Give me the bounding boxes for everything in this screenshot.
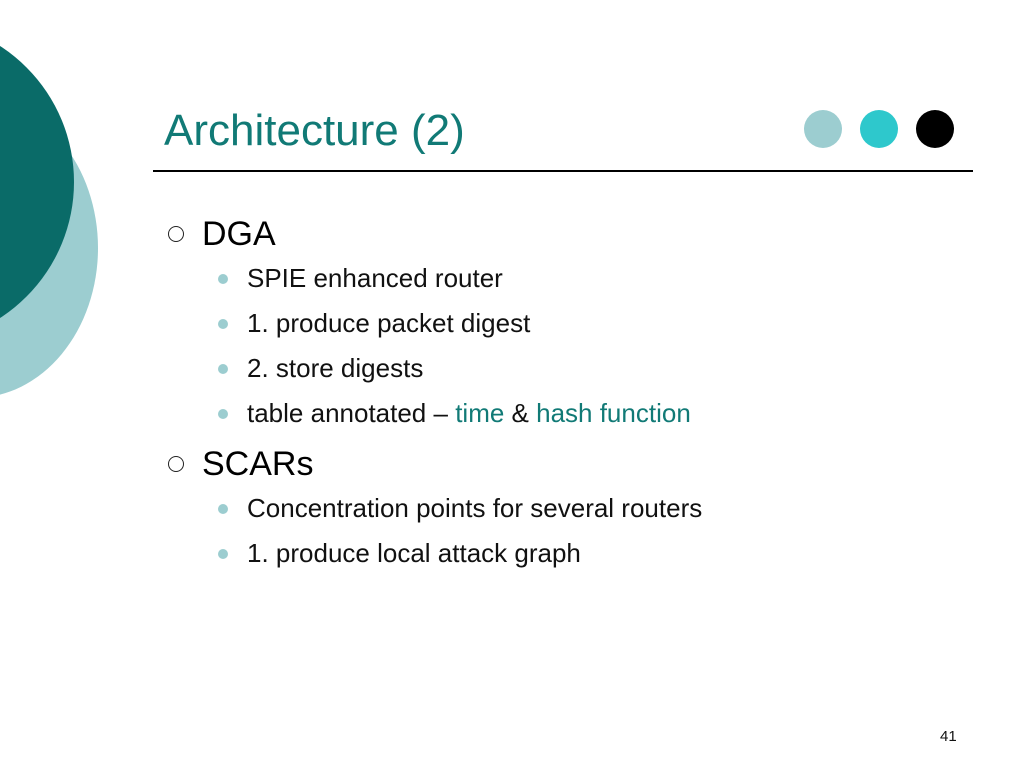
dot-bullet-icon bbox=[218, 548, 228, 559]
dot-bullet-icon bbox=[218, 318, 228, 329]
list-item-text: Concentration points for several routers bbox=[247, 493, 703, 523]
dot-bullet-icon bbox=[218, 363, 228, 374]
list-item-highlight-time: time bbox=[455, 398, 505, 428]
list-item: 2. store digests bbox=[164, 346, 994, 391]
page-number: 41 bbox=[940, 728, 957, 745]
list-item: 1. produce packet digest bbox=[164, 301, 994, 346]
list-item-highlight-hash-function: hash function bbox=[536, 398, 691, 428]
list-item-text-part: & bbox=[504, 398, 537, 428]
list-item: SPIE enhanced router bbox=[164, 256, 994, 301]
dot-black bbox=[916, 110, 954, 148]
slide-title: Architecture (2) bbox=[164, 106, 465, 155]
dot-light-teal bbox=[804, 110, 842, 148]
section-heading-scars: SCARs bbox=[164, 442, 994, 486]
list-item-text: 2. store digests bbox=[247, 353, 424, 383]
dot-bullet-icon bbox=[218, 273, 228, 284]
decorative-dots bbox=[804, 110, 954, 148]
title-divider bbox=[153, 170, 973, 172]
list-item-text-part: table annotated – bbox=[247, 398, 456, 428]
list-item-text: 1. produce local attack graph bbox=[247, 538, 581, 568]
list-item: table annotated – time & hash function bbox=[164, 391, 994, 436]
section-heading-text: DGA bbox=[202, 214, 276, 253]
dot-bullet-icon bbox=[218, 408, 228, 419]
section-heading-dga: DGA bbox=[164, 212, 994, 256]
slide-content: DGA SPIE enhanced router 1. produce pack… bbox=[164, 212, 994, 576]
list-item: 1. produce local attack graph bbox=[164, 531, 994, 576]
hollow-circle-bullet-icon bbox=[168, 226, 184, 242]
section-heading-text: SCARs bbox=[202, 444, 314, 483]
dot-bright-teal bbox=[860, 110, 898, 148]
list-item-text: 1. produce packet digest bbox=[247, 308, 531, 338]
dot-bullet-icon bbox=[218, 503, 228, 514]
list-item: Concentration points for several routers bbox=[164, 486, 994, 531]
list-item-text: SPIE enhanced router bbox=[247, 263, 503, 293]
hollow-circle-bullet-icon bbox=[168, 456, 184, 472]
